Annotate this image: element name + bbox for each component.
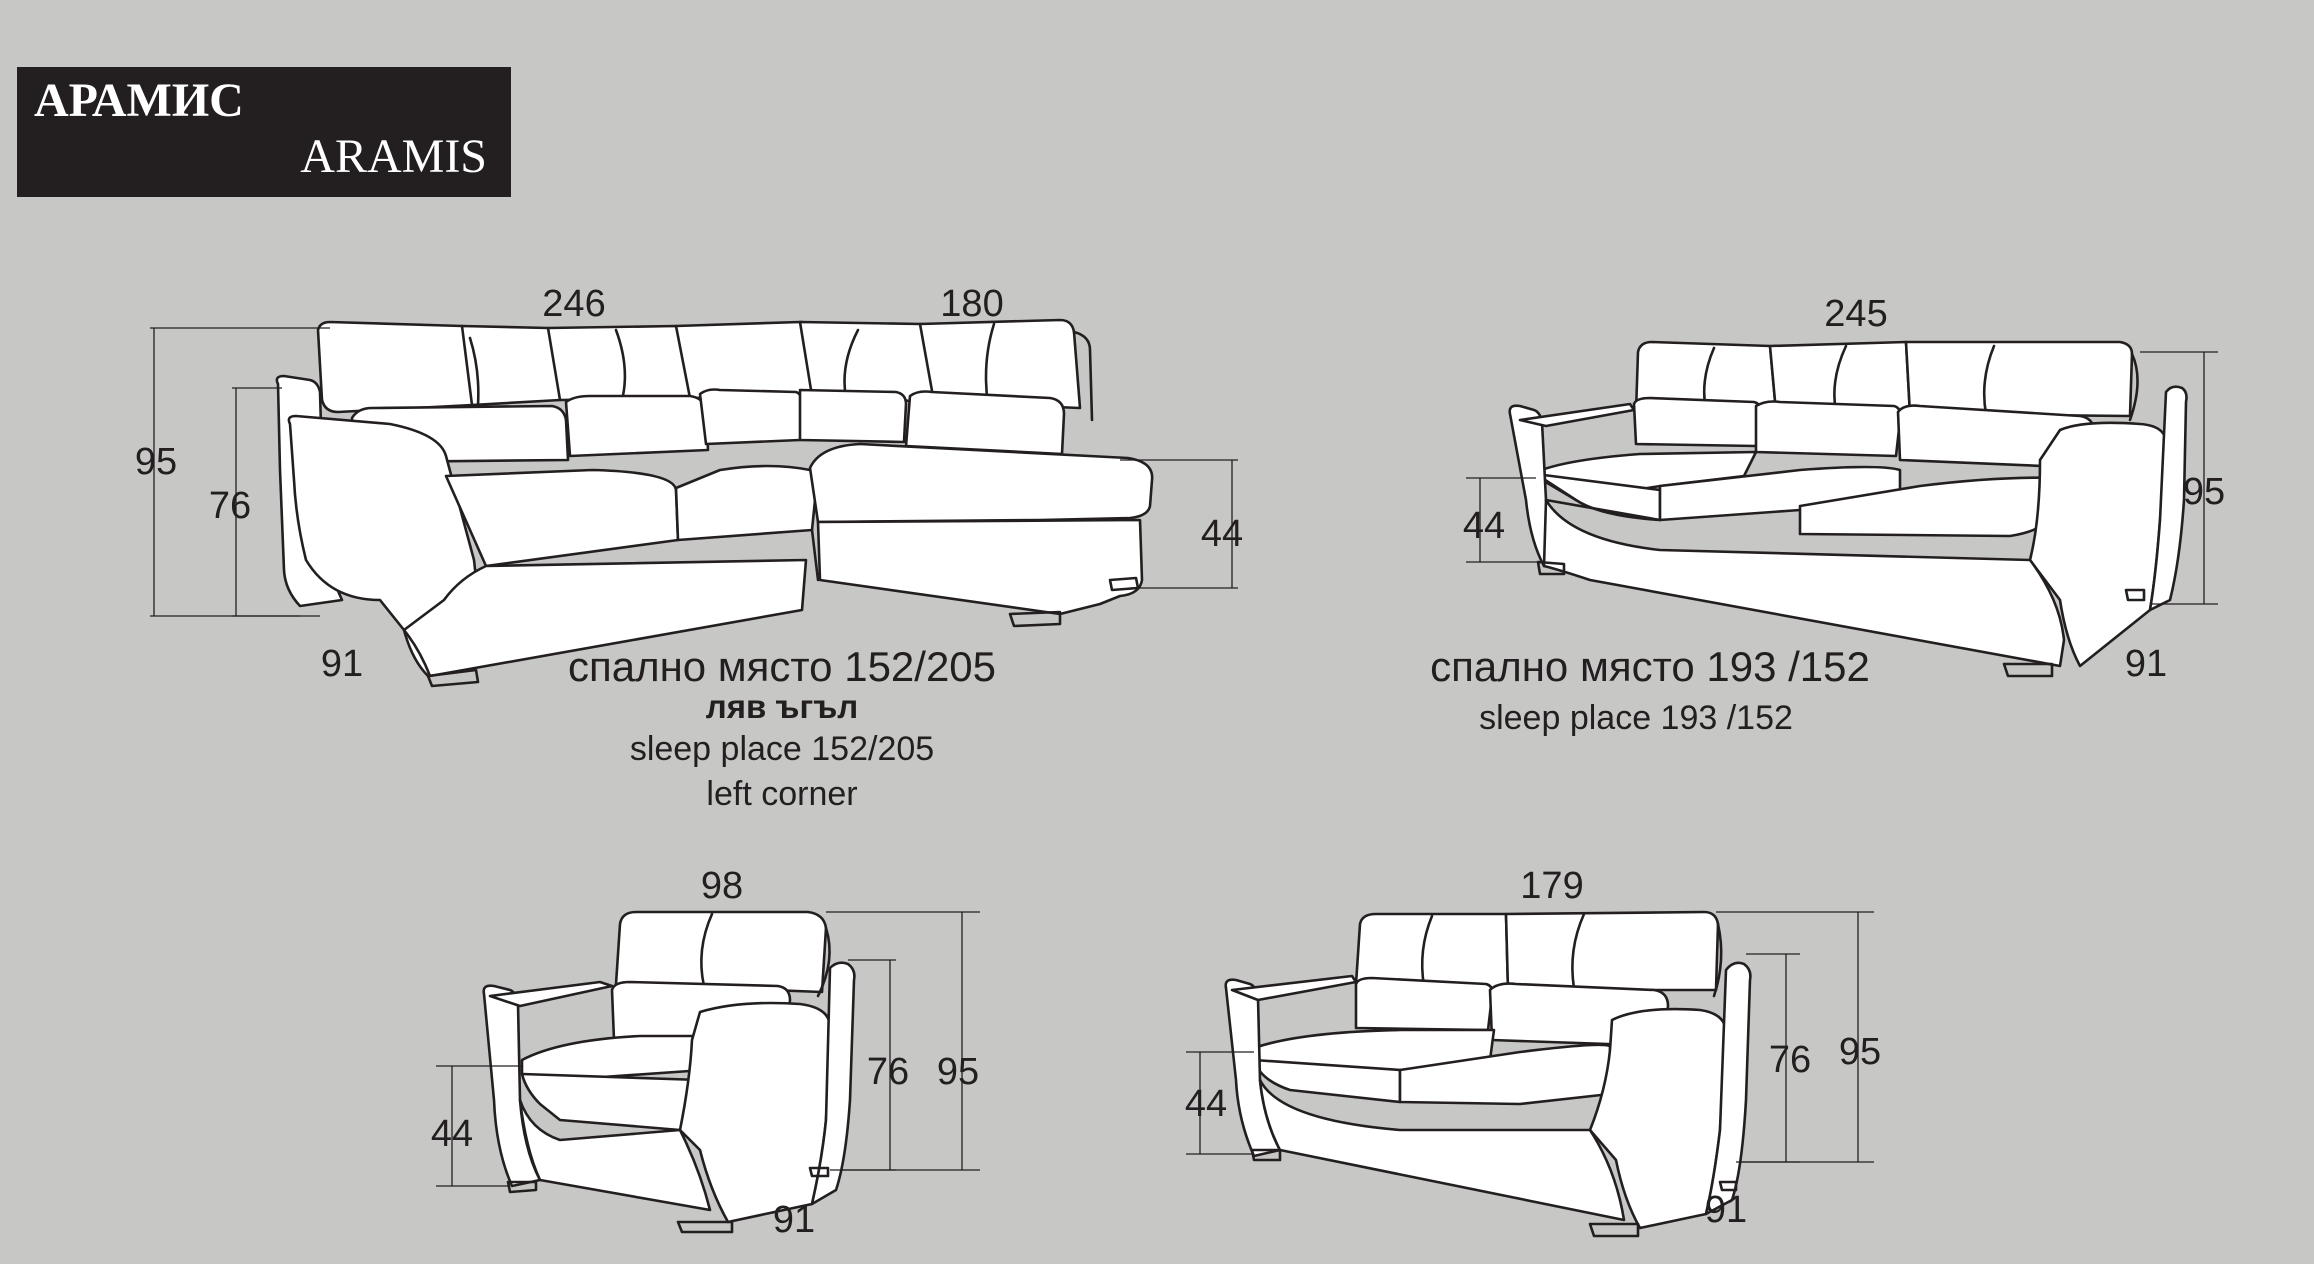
- three-seat-depth: 91: [2125, 643, 2167, 685]
- corner-sofa-height-seat: 44: [1201, 513, 1243, 555]
- corner-sofa-height-arm: 76: [209, 485, 251, 527]
- corner-sofa-height-total: 95: [135, 441, 177, 483]
- armchair-width: 98: [701, 865, 743, 907]
- corner-sofa-dimension-lines: [150, 327, 1238, 617]
- product-name-bg: АРАМИС: [34, 74, 244, 127]
- armchair-height-seat: 44: [431, 1113, 473, 1155]
- two-seat-height-total: 95: [1839, 1031, 1881, 1073]
- two-seat-height-arm: 76: [1769, 1039, 1811, 1081]
- three-seat-caption-en: sleep place 193 /152: [1479, 699, 1793, 737]
- armchair-illustration: [482, 910, 856, 1234]
- product-name-en: ARAMIS: [300, 130, 487, 183]
- corner-sofa-caption-en-1: sleep place 152/205: [630, 730, 934, 768]
- three-seat-height-total: 95: [2183, 471, 2225, 513]
- two-seat-depth: 91: [1705, 1189, 1747, 1231]
- corner-sofa-caption-bg-2: ляв ъгъл: [706, 688, 859, 725]
- corner-sofa-illustration: [275, 318, 1154, 688]
- three-seat-width: 245: [1824, 293, 1887, 335]
- three-seat-caption-bg: спално място 193 /152: [1430, 643, 1870, 690]
- two-seat-sofa-illustration: [1224, 910, 1752, 1238]
- armchair-height-arm: 76: [867, 1051, 909, 1093]
- armchair-depth: 91: [773, 1199, 815, 1241]
- two-seat-sofa-dimension-lines: [1186, 911, 1874, 1163]
- corner-sofa-width-right: 180: [940, 283, 1003, 325]
- title-box: АРАМИС ARAMIS: [17, 67, 511, 197]
- two-seat-width: 179: [1520, 865, 1583, 907]
- corner-sofa-caption-bg-1: спално място 152/205: [568, 643, 996, 690]
- armchair-height-total: 95: [937, 1051, 979, 1093]
- three-seat-height-seat: 44: [1463, 505, 1505, 547]
- corner-sofa-width-left: 246: [542, 283, 605, 325]
- corner-sofa-depth: 91: [321, 643, 363, 685]
- corner-sofa-caption-en-2: left corner: [706, 775, 857, 813]
- armchair-dimension-lines: [436, 911, 980, 1187]
- three-seat-sofa-dimension-lines: [1466, 351, 2218, 605]
- two-seat-height-seat: 44: [1185, 1083, 1227, 1125]
- three-seat-sofa-illustration: [1508, 340, 2188, 678]
